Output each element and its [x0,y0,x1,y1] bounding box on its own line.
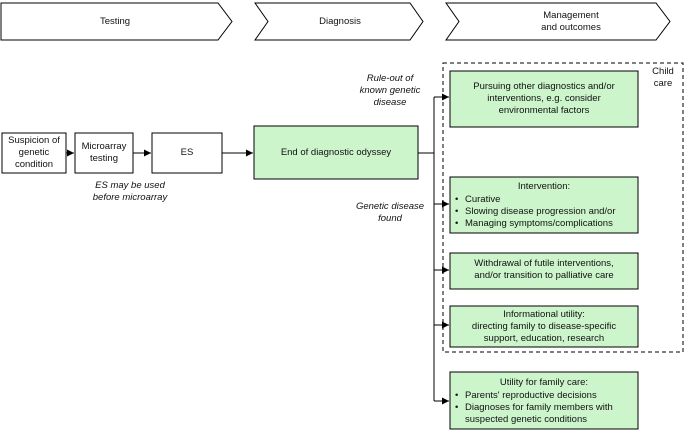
family-list: Parents' reproductive decisions Diagnose… [455,390,637,426]
family-item: Diagnoses for family members with [455,402,637,414]
ruleout-note: Rule-out of known genetic disease [345,73,435,109]
informational-box [449,305,639,348]
stage-label-management-line1: Management [543,10,599,21]
suspicion-label: Suspicion of genetic condition [2,135,66,171]
genetic-found-note-line2: found [378,213,402,224]
family-item: Parents' reproductive decisions [455,390,637,402]
withdrawal-label-line2: and/or transition to palliative care [474,270,614,281]
intervention-item: Curative [455,194,637,206]
intervention-item: Managing symptoms/complications [455,218,637,230]
suspicion-box [1,132,67,174]
stage-label-testing: Testing [99,16,131,27]
child-care-label-line1: Child [652,66,674,77]
microarray-box [74,132,134,174]
ruleout-note-line1: Rule-out of [366,73,414,84]
pursuing-label-line3: environmental factors [498,105,590,116]
withdrawal-label-line1: Withdrawal of futile interventions, [474,258,614,269]
suspicion-label-line1: Suspicion of [8,135,60,146]
suspicion-label-line2: genetic [18,147,50,158]
withdrawal-box [449,252,639,290]
stage-label-management-line2: and outcomes [541,22,601,33]
pursuing-label: Pursuing other diagnostics and/or interv… [450,81,638,117]
suspicion-label-line3: condition [14,159,54,170]
es-note: ES may be used before microarray [60,180,200,204]
pursuing-label-line2: interventions, e.g. consider [487,93,601,104]
informational-label: Informational utility: directing family … [450,309,638,345]
intervention-item: Slowing disease progression and/or [455,206,637,218]
intervention-title: Intervention: [517,181,571,192]
child-care-label-line2: care [653,78,673,89]
child-care-region [442,62,684,353]
management-stage-chevron [445,2,671,41]
microarray-label: Microarray testing [75,141,133,165]
stage-label-management: Management and outcomes [506,10,636,34]
pursuing-label-line1: Pursuing other diagnostics and/or [473,81,615,92]
es-note-line2: before microarray [92,192,168,203]
informational-label-line2: directing family to disease-specific [471,321,617,332]
diagnosis-stage-chevron [254,2,424,41]
pursuing-box [449,70,639,128]
end-odyssey-box [253,125,419,180]
informational-label-line1: Informational utility: [503,309,585,320]
family-item-continued: suspected genetic conditions [465,414,587,425]
es-note-line1: ES may be used [95,180,165,191]
informational-label-line3: support, education, research [483,333,605,344]
testing-stage-chevron [0,2,233,41]
microarray-label-line1: Microarray [81,141,127,152]
ruleout-note-line3: disease [373,97,407,108]
genetic-found-note: Genetic disease found [345,201,435,225]
family-title: Utility for family care: [499,377,589,388]
child-care-label: Child care [644,66,682,90]
ruleout-note-line2: known genetic [359,85,421,96]
end-odyssey-label: End of diagnostic odyssey [280,147,392,158]
withdrawal-label: Withdrawal of futile interventions, and/… [450,258,638,282]
intervention-list: Curative Slowing disease progression and… [455,194,637,230]
stage-label-diagnosis: Diagnosis [319,16,361,27]
genetic-found-note-line1: Genetic disease [355,201,425,212]
es-label: ES [180,147,194,158]
microarray-label-line2: testing [90,153,118,164]
